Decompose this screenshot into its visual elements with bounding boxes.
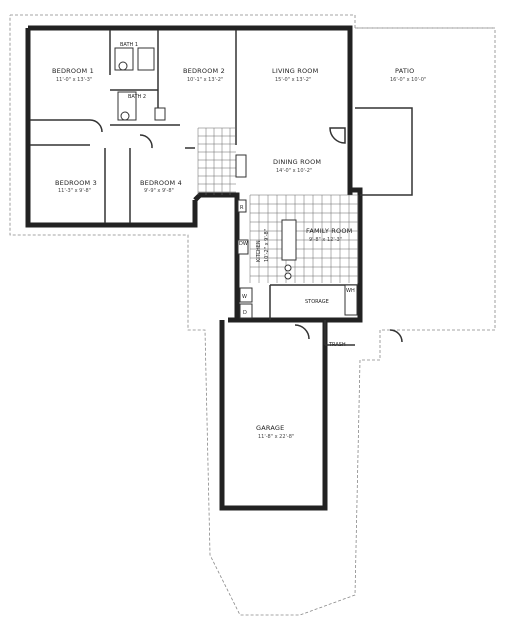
bedroom4-dims: 9'-9" x 9'-8" <box>144 188 174 194</box>
garage-label: GARAGE <box>256 424 284 432</box>
door-swings <box>89 119 403 343</box>
trash-label: TRASH <box>328 342 346 348</box>
dining-room-dims: 14'-0" x 10'-2" <box>276 168 312 174</box>
bedroom3-label: BEDROOM 3 <box>55 179 97 187</box>
kitchen-dims: 10'-2" x 9'-8" <box>264 229 270 262</box>
bedroom2-label: BEDROOM 2 <box>183 67 225 75</box>
bath-fixtures <box>114 47 166 121</box>
dryer-label: D <box>243 310 247 316</box>
family-room-label: FAMILY ROOM <box>306 227 352 235</box>
bedroom4-label: BEDROOM 4 <box>140 179 182 187</box>
kitchen-label: KITCHEN <box>256 240 262 262</box>
dishwasher-label: DW <box>239 241 248 247</box>
dining-room-label: DINING ROOM <box>273 158 321 166</box>
bath2-label: BATH 2 <box>128 94 146 100</box>
refrigerator-label: R <box>240 205 244 211</box>
interior-walls <box>30 30 358 346</box>
bedroom1-dims: 11'-0" x 13'-3" <box>56 77 92 83</box>
bath1-label: BATH 1 <box>120 42 138 48</box>
bedroom1-label: BEDROOM 1 <box>52 67 94 75</box>
washer-label: W <box>242 294 247 300</box>
site-outline <box>9 14 496 616</box>
exterior-walls <box>25 25 363 511</box>
living-room-label: LIVING ROOM <box>272 67 318 75</box>
patio-dims: 16'-0" x 10'-0" <box>390 77 426 83</box>
water-heater-label: WH <box>346 288 355 294</box>
bedroom2-dims: 10'-1" x 13'-2" <box>187 77 223 83</box>
patio-label: PATIO <box>395 67 414 75</box>
bedroom3-dims: 11'-3" x 9'-8" <box>58 188 91 194</box>
family-room-dims: 9'-8" x 12'-3" <box>309 237 342 243</box>
kitchen-fixtures <box>235 154 358 319</box>
garage-dims: 11'-8" x 22'-8" <box>258 434 294 440</box>
living-room-dims: 15'-0" x 13'-2" <box>275 77 311 83</box>
patio-outline <box>355 27 495 196</box>
storage-label: STORAGE <box>305 299 329 305</box>
tile-grid <box>197 127 359 283</box>
